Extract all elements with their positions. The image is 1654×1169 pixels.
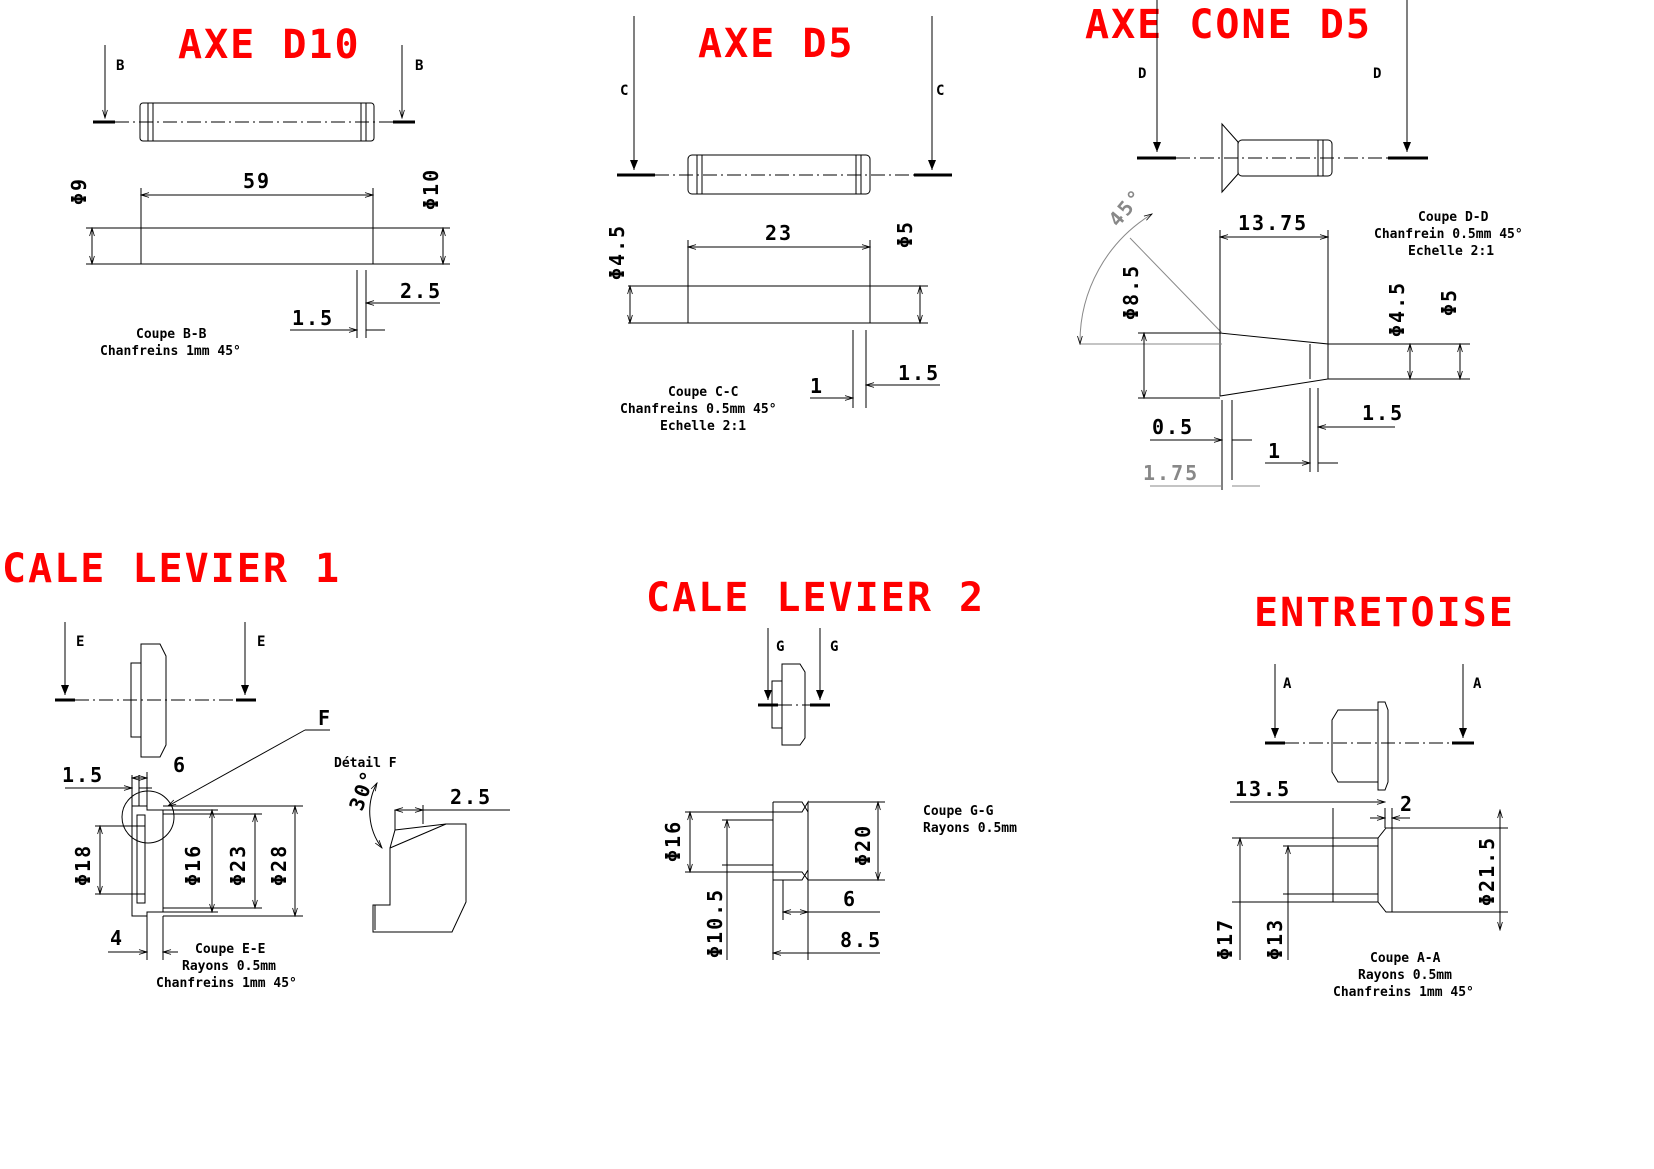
axe-cone-side-view	[1237, 139, 1333, 177]
section-letter-right: B	[415, 58, 423, 74]
dim-angle: 45°	[1103, 184, 1148, 232]
section-letter-right: D	[1373, 66, 1381, 82]
title-axe-cone-d5: AXE CONE D5	[1085, 2, 1372, 48]
axe-cone-section-view	[1219, 332, 1329, 397]
dim-1-5: 1.5	[1362, 401, 1404, 425]
detail-title: Détail F	[334, 756, 397, 771]
dim-6: 6	[843, 887, 857, 911]
caption-line-1: Coupe C-C	[668, 385, 738, 400]
caption-line-1: Coupe G-G	[923, 804, 994, 819]
caption-line-3: Echelle 2:1	[1408, 244, 1494, 259]
caption-line-2: Rayons 0.5mm	[923, 821, 1017, 836]
dim-1-5: 1.5	[62, 763, 104, 787]
detail-letter: F	[318, 706, 332, 730]
dim-dia-left: Φ4.5	[605, 224, 629, 280]
section-letter-left: G	[776, 639, 784, 655]
dim-dia-17: Φ17	[1213, 918, 1237, 960]
axe-d5-drawing: AXE D5 C C 23 Φ4.5 Φ5 1.5 1 Coupe C-C Ch…	[605, 16, 952, 434]
detail-f-view	[372, 823, 467, 933]
dim-0-5: 0.5	[1152, 415, 1194, 439]
axe-d10-drawing: AXE D10 B B 59 Φ9 Φ10 2.5 1.5 Coupe B-B …	[67, 22, 450, 359]
section-letter-right: C	[936, 83, 944, 99]
dim-dia-23: Φ23	[226, 844, 250, 886]
entretoise-side-body	[1331, 709, 1379, 783]
section-letter-left: A	[1283, 676, 1292, 692]
caption-line-1: Coupe D-D	[1418, 210, 1489, 225]
caption-line-2: Rayons 0.5mm	[1358, 968, 1452, 983]
dim-dia-13: Φ13	[1263, 918, 1287, 960]
dim-dia-left: Φ9	[67, 177, 91, 205]
dim-dia-outer: Φ5	[1437, 288, 1461, 316]
entretoise-section-view	[1332, 827, 1393, 913]
axe-d10-side-view	[139, 102, 375, 142]
dim-dia-20: Φ20	[851, 824, 875, 866]
caption-line-1: Coupe B-B	[136, 327, 207, 342]
dim-length: 13.75	[1238, 211, 1308, 235]
section-letter-left: E	[76, 634, 84, 650]
dim-dia-shaft: Φ4.5	[1385, 281, 1409, 337]
section-letter-left: B	[116, 58, 124, 74]
caption-line-2: Chanfreins 1mm 45°	[100, 344, 241, 359]
dim-dia-18: Φ18	[71, 844, 95, 886]
dim-length: 23	[765, 221, 793, 245]
title-axe-d10: AXE D10	[178, 22, 361, 68]
axe-d5-section-view	[687, 285, 871, 324]
caption-line-3: Chanfreins 1mm 45°	[1333, 985, 1474, 1000]
axe-d10-section-view	[140, 227, 374, 265]
axe-cone-d5-drawing: AXE CONE D5 D D 45° 13.75 Φ8.5 Φ4.5 Φ5	[1080, 0, 1523, 490]
dim-2-5: 2.5	[400, 279, 442, 303]
caption-line-2: Chanfrein 0.5mm 45°	[1374, 227, 1523, 242]
detail-circle-f	[121, 790, 175, 844]
axe-d5-side-view	[687, 154, 871, 195]
cale-2-section-view	[772, 800, 809, 882]
section-letter-left: D	[1138, 66, 1146, 82]
dim-1: 1	[810, 374, 824, 398]
dim-angle-30: 30°	[344, 766, 381, 814]
dim-4: 4	[110, 926, 124, 950]
entretoise-side-flange	[1377, 701, 1389, 791]
dim-1: 1	[1268, 439, 1282, 463]
dim-2-5: 2.5	[450, 785, 492, 809]
caption-line-2: Chanfreins 0.5mm 45°	[620, 402, 777, 417]
dim-2: 2	[1400, 792, 1414, 816]
dim-1-75: 1.75	[1143, 461, 1199, 485]
dim-dia-head: Φ8.5	[1119, 264, 1143, 320]
title-axe-d5: AXE D5	[698, 21, 855, 67]
dim-length: 59	[243, 169, 271, 193]
dim-6: 6	[173, 753, 187, 777]
dim-1-5: 1.5	[898, 361, 940, 385]
cale-levier-1-drawing: CALE LEVIER 1 E E Φ18 Φ16 Φ23 Φ28 1.5 6	[2, 546, 510, 991]
entretoise-drawing: ENTRETOISE A A Φ17 Φ13 Φ21.5 13.5 2 Coup…	[1213, 590, 1515, 1000]
dim-dia-28: Φ28	[267, 844, 291, 886]
dim-8-5: 8.5	[840, 928, 882, 952]
section-letter-left: C	[620, 83, 628, 99]
caption-line-2: Rayons 0.5mm	[182, 959, 276, 974]
caption-line-3: Echelle 2:1	[660, 419, 746, 434]
caption-line-3: Chanfreins 1mm 45°	[156, 976, 297, 991]
dim-dia-21-5: Φ21.5	[1475, 836, 1499, 906]
section-letter-right: G	[830, 639, 838, 655]
title-entretoise: ENTRETOISE	[1254, 590, 1515, 636]
dim-dia-16: Φ16	[181, 844, 205, 886]
title-cale-levier-1: CALE LEVIER 1	[2, 546, 341, 592]
caption-line-1: Coupe E-E	[195, 942, 265, 957]
dim-dia-right: Φ10	[419, 168, 443, 210]
dim-1-5: 1.5	[292, 306, 334, 330]
section-letter-right: A	[1473, 676, 1482, 692]
section-letter-right: E	[257, 634, 265, 650]
cale-1-side-body	[140, 643, 167, 758]
dim-dia-right: Φ5	[893, 220, 917, 248]
caption-line-1: Coupe A-A	[1370, 951, 1441, 966]
dim-13-5: 13.5	[1235, 777, 1291, 801]
cale-2-side-body	[781, 663, 806, 746]
dim-dia-10-5: Φ10.5	[703, 888, 727, 958]
dim-dia-16: Φ16	[661, 820, 685, 862]
title-cale-levier-2: CALE LEVIER 2	[646, 575, 985, 621]
cale-levier-2-drawing: CALE LEVIER 2 G G Φ16 Φ20 Φ10.5 6 8.5 Co…	[646, 575, 1017, 960]
